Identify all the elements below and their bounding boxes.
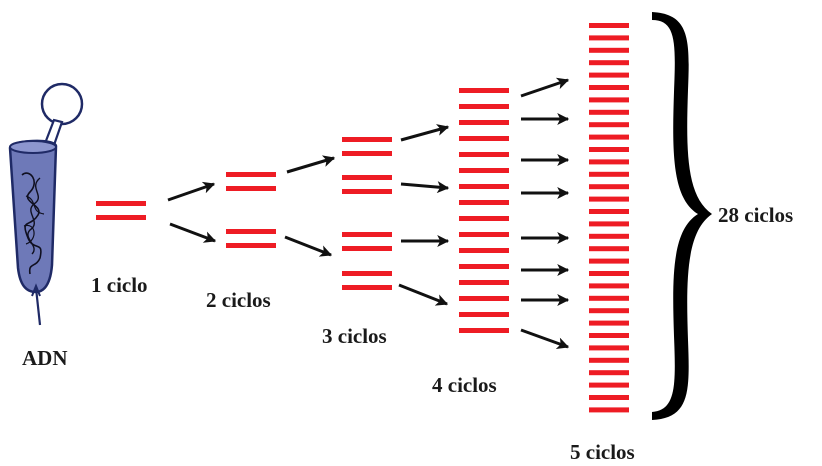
strand-c5-10 bbox=[589, 134, 629, 140]
label-adn: ADN bbox=[22, 346, 68, 370]
strand-c5-11 bbox=[589, 147, 629, 152]
strand-c5-13 bbox=[589, 171, 629, 177]
arrow-c3-4 bbox=[398, 283, 449, 306]
strand-pair-c3-2-top bbox=[342, 175, 392, 180]
strand-c5-17 bbox=[589, 221, 629, 227]
strand-pair-c2-1-bottom bbox=[226, 186, 276, 191]
strand-pair-c3-2-bottom bbox=[342, 189, 392, 194]
strand-c5-32 bbox=[589, 407, 629, 413]
label-cycle-2: 2 ciclos bbox=[206, 288, 271, 312]
strand-c5-30 bbox=[589, 382, 629, 388]
arrow-c1-down bbox=[169, 222, 217, 243]
strand-c4-15 bbox=[459, 312, 509, 317]
strand-c4-4 bbox=[459, 136, 509, 141]
strand-pair-c3-1-top bbox=[342, 137, 392, 142]
strand-c5-27 bbox=[589, 345, 629, 351]
strand-pair-c1-1-bottom bbox=[96, 215, 146, 220]
arrow-c1-up bbox=[167, 181, 216, 202]
strand-c4-3 bbox=[459, 120, 509, 125]
strand-c5-9 bbox=[589, 122, 629, 128]
label-cycle-5: 5 ciclos bbox=[570, 440, 635, 464]
arrow-c4-8 bbox=[520, 328, 570, 349]
arrow-c3-2 bbox=[400, 181, 450, 194]
test-tube-icon bbox=[8, 82, 84, 326]
strand-c4-8 bbox=[459, 200, 509, 205]
strand-c5-7 bbox=[589, 97, 629, 103]
strand-pair-c2-2-top bbox=[226, 229, 276, 234]
arrow-c4-1 bbox=[520, 77, 570, 98]
label-cycle-3: 3 ciclos bbox=[322, 324, 387, 348]
strand-c5-26 bbox=[589, 333, 629, 338]
strand-c5-1 bbox=[589, 23, 629, 28]
right-curly-brace-icon bbox=[652, 12, 712, 420]
strand-pair-c1-1-top bbox=[96, 201, 146, 206]
strand-c4-6 bbox=[459, 168, 509, 173]
arrow-c2-1 bbox=[286, 155, 336, 174]
strand-c5-18 bbox=[589, 233, 629, 239]
strand-c5-29 bbox=[589, 370, 629, 376]
label-total-cycles: 28 ciclos bbox=[718, 203, 794, 227]
strand-c5-12 bbox=[589, 159, 629, 165]
strand-pair-c3-4-bottom bbox=[342, 285, 392, 290]
strand-c5-8 bbox=[589, 109, 629, 115]
strand-pair-c2-2-bottom bbox=[226, 243, 276, 248]
strand-c5-21 bbox=[589, 271, 629, 276]
dna-strands bbox=[96, 23, 629, 413]
strand-c5-25 bbox=[589, 320, 629, 326]
amplification-arrows bbox=[167, 77, 570, 349]
strand-c4-5 bbox=[459, 152, 509, 157]
strand-c5-20 bbox=[589, 258, 629, 264]
strand-c5-5 bbox=[589, 72, 629, 78]
arrow-c2-2 bbox=[284, 235, 333, 257]
strand-c4-10 bbox=[459, 232, 509, 237]
strand-c5-15 bbox=[589, 196, 629, 202]
strand-pair-c3-4-top bbox=[342, 271, 392, 276]
strand-c4-9 bbox=[459, 216, 509, 221]
strand-c5-3 bbox=[589, 47, 629, 53]
strand-c5-6 bbox=[589, 85, 629, 90]
strand-c5-31 bbox=[589, 395, 629, 400]
strand-c5-2 bbox=[589, 35, 629, 41]
strand-pair-c2-1-top bbox=[226, 172, 276, 177]
strand-c4-7 bbox=[459, 184, 509, 189]
strand-pair-c3-3-top bbox=[342, 232, 392, 237]
strand-c5-19 bbox=[589, 246, 629, 252]
strand-c5-14 bbox=[589, 184, 629, 190]
label-cycle-1: 1 ciclo bbox=[91, 273, 148, 297]
label-cycle-4: 4 ciclos bbox=[432, 373, 497, 397]
strand-c4-16 bbox=[459, 328, 509, 333]
strand-c4-11 bbox=[459, 248, 509, 253]
strand-c4-13 bbox=[459, 280, 509, 285]
strand-c5-4 bbox=[589, 60, 629, 66]
strand-c5-23 bbox=[589, 295, 629, 301]
strand-c4-14 bbox=[459, 296, 509, 301]
strand-c5-28 bbox=[589, 357, 629, 363]
strand-c4-1 bbox=[459, 88, 509, 93]
strand-pair-c3-3-bottom bbox=[342, 246, 392, 251]
strand-pair-c3-1-bottom bbox=[342, 151, 392, 156]
arrow-c3-1 bbox=[400, 124, 450, 142]
strand-c4-12 bbox=[459, 264, 509, 269]
strand-c5-22 bbox=[589, 283, 629, 289]
strand-c4-2 bbox=[459, 104, 509, 109]
strand-c5-16 bbox=[589, 209, 629, 214]
strand-c5-24 bbox=[589, 308, 629, 314]
